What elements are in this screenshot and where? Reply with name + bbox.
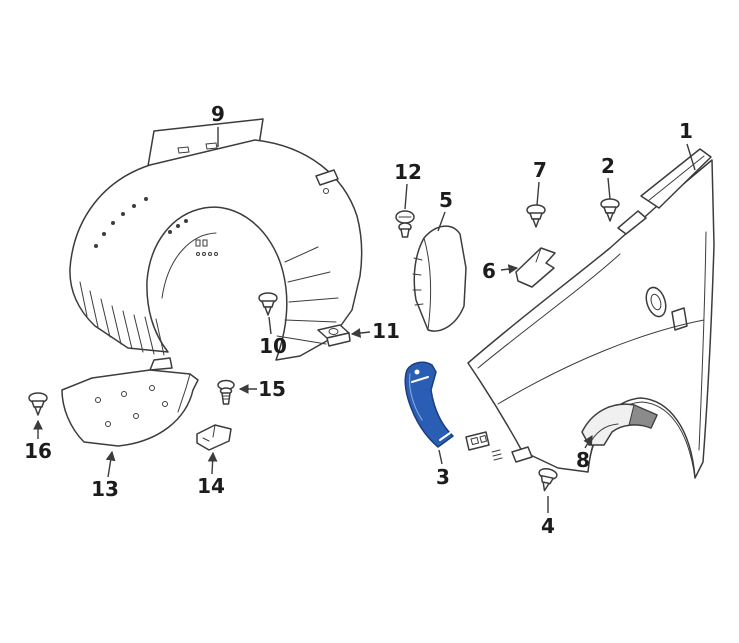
part-5-drawing	[412, 225, 467, 332]
leader-line-8	[583, 434, 593, 449]
part-2-drawing	[600, 198, 620, 222]
part-15-drawing	[217, 379, 235, 405]
part-8-drawing	[581, 403, 658, 446]
leader-line-10	[268, 316, 272, 335]
part-7-drawing	[526, 204, 546, 228]
leader-line-2	[607, 177, 611, 200]
leader-line-1	[686, 143, 696, 171]
part-12-drawing	[395, 210, 415, 238]
leader-line-13	[105, 450, 116, 478]
leader-line-11	[350, 328, 371, 338]
part-14-drawing	[196, 424, 232, 451]
part-9-drawing	[69, 118, 363, 361]
part-16-drawing	[28, 392, 48, 416]
leader-lines	[33, 127, 696, 513]
part-4-drawing	[534, 466, 559, 494]
leader-line-3	[438, 449, 443, 465]
leader-line-14	[207, 451, 218, 475]
leader-line-7	[536, 181, 540, 206]
leader-line-6	[500, 264, 519, 274]
part-3-drawing-highlighted	[404, 361, 454, 448]
leader-line-12	[404, 183, 408, 210]
part-13-drawing	[61, 357, 199, 447]
part-11-drawing	[317, 324, 351, 347]
leader-line-5	[437, 211, 446, 232]
part-10-drawing	[258, 292, 278, 316]
part-6-drawing	[515, 247, 556, 288]
